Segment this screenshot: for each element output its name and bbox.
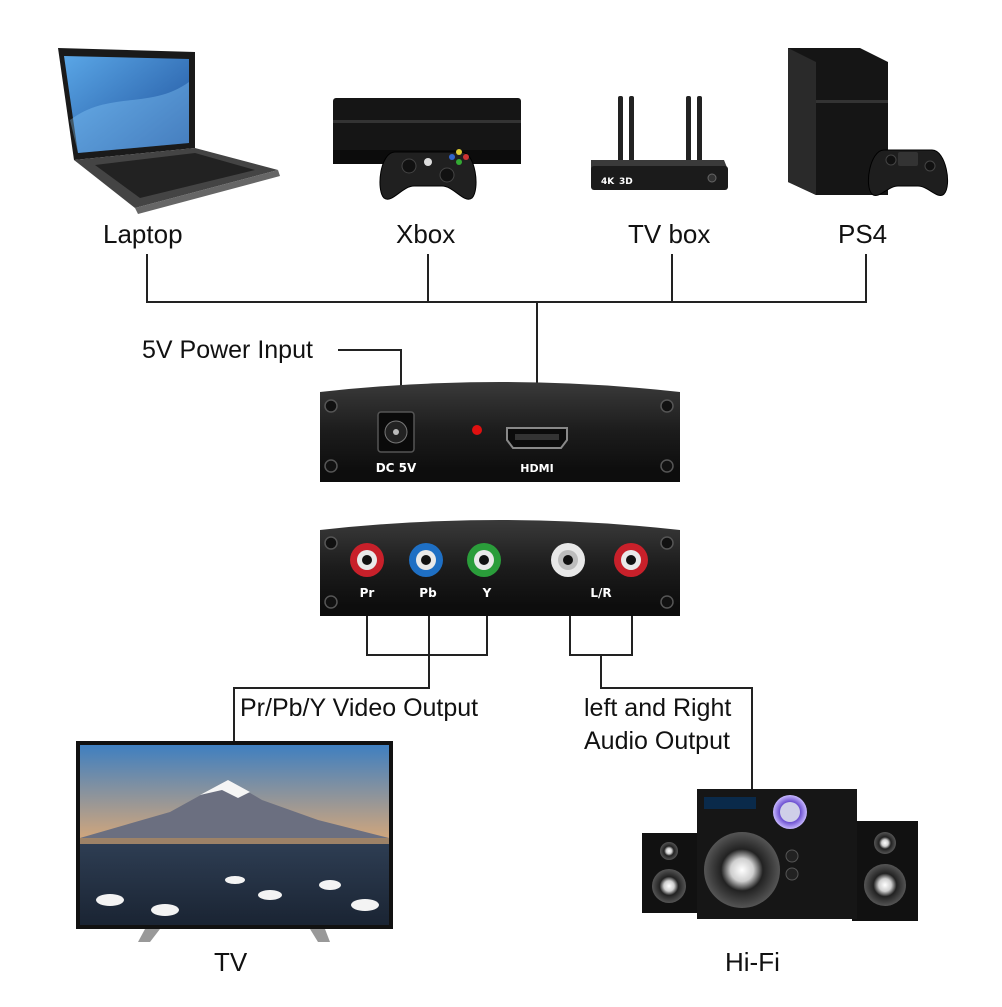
audio-output-label-line1: left and Right <box>584 694 732 722</box>
tvbox-print: 4K <box>601 177 615 187</box>
tvbox-label: TV box <box>628 219 711 249</box>
converter-input-panel: DC 5V HDMI <box>320 382 680 482</box>
rca-pb-jack <box>409 543 443 577</box>
video-output-label: Pr/Pb/Y Video Output <box>240 694 479 722</box>
hdmi-port-label: HDMI <box>520 462 553 475</box>
rca-audio-left-jack <box>551 543 585 577</box>
xbox-image <box>333 98 521 200</box>
laptop-label: Laptop <box>103 219 183 249</box>
bus-line <box>146 254 867 303</box>
dc-port-label: DC 5V <box>376 461 417 475</box>
rca-audio-right-jack <box>614 543 648 577</box>
rca-y-jack <box>467 543 501 577</box>
connector-lines <box>146 254 867 792</box>
video-leader-line <box>233 655 430 742</box>
converter-output-panel: Pr Pb Y L/R <box>320 520 680 616</box>
tv-label: TV <box>214 947 248 977</box>
y-port-label: Y <box>482 586 492 600</box>
xbox-label: Xbox <box>396 219 456 249</box>
audio-output-label-line2: Audio Output <box>584 727 730 755</box>
audio-leader-line <box>600 655 753 792</box>
pr-port-label: Pr <box>360 586 375 600</box>
tv-image <box>76 741 393 942</box>
tvbox-print-3d: 3D <box>619 177 633 187</box>
power-input-label: 5V Power Input <box>142 336 313 364</box>
hifi-image <box>642 789 918 921</box>
ps4-label: PS4 <box>838 219 888 249</box>
power-led <box>472 425 482 435</box>
tvbox-image: 4K 3D <box>591 96 728 190</box>
laptop-image <box>58 48 280 214</box>
rca-pr-jack <box>350 543 384 577</box>
pb-port-label: Pb <box>419 586 437 600</box>
audio-port-label: L/R <box>590 586 611 600</box>
hifi-label: Hi-Fi <box>725 947 780 977</box>
video-bracket <box>366 580 488 656</box>
ps4-image <box>788 48 948 196</box>
